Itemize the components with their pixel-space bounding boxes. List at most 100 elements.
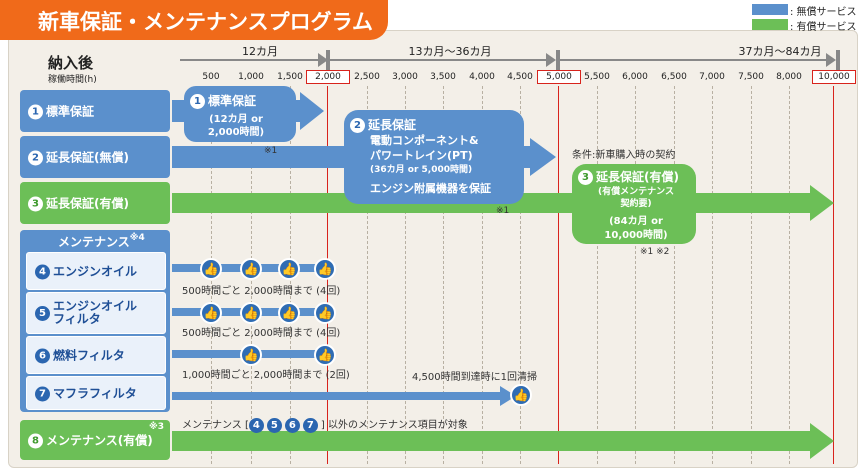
number-badge: 2 [28, 150, 43, 166]
title-banner [0, 0, 388, 40]
maintenance-header: メンテナンス※4 [58, 233, 145, 249]
row-label: 燃料フィルタ [53, 348, 125, 363]
footnote-mark: ※1 ※2 [640, 247, 670, 257]
thumbs-up-icon: 👍 [240, 258, 262, 280]
row-label: メンテナンス(有償) [46, 433, 153, 448]
delivery-label: 納入後 [48, 54, 94, 72]
axis-tick: 2,500 [354, 72, 380, 82]
axis-tick-highlighted: 5,000 [537, 70, 581, 84]
row-label: マフラフィルタ [53, 386, 137, 401]
bubble-paid-line4: 10,000時間) [604, 230, 668, 241]
thumbs-up-icon: 👍 [314, 258, 336, 280]
period-arrow-37-84m [560, 59, 828, 61]
bubble-paid-line1: (有償メンテナンス [598, 187, 674, 197]
axis-tick: 3,000 [392, 72, 418, 82]
row-label: 延長保証(無償) [46, 150, 129, 165]
operating-hours-label: 稼働時間(h) [48, 75, 97, 85]
period-label-12m: 12カ月 [242, 45, 278, 58]
axis-tick: 7,000 [699, 72, 725, 82]
bubble-ext-line2: パワートレイン(PT) [370, 149, 473, 162]
bubble-ext-line3: (36カ月 or 5,000時間) [370, 165, 473, 175]
row-label-line2: フィルタ [53, 312, 101, 326]
thumbs-up-icon: 👍 [200, 302, 222, 324]
axis-tick-highlighted: 10,000 [812, 70, 856, 84]
row-label: 標準保証 [46, 104, 95, 119]
bubble-ext-line4: エンジン附属機器を保証 [370, 182, 491, 195]
number-badge: 8 [28, 433, 43, 449]
bubble-ext-line1: 電動コンポーネント& [370, 134, 479, 147]
row-oil-filter: 5 エンジンオイル フィルタ [26, 292, 166, 334]
page-title: 新車保証・メンテナンスプログラム [38, 10, 373, 34]
arrowhead-icon [318, 53, 328, 67]
milestone-line-10000h [833, 86, 834, 464]
grid-line [635, 86, 636, 464]
number-badge: 1 [28, 104, 43, 120]
grid-line [789, 86, 790, 464]
axis-tick: 4,500 [507, 72, 533, 82]
period-label-13-36m: 13カ月〜36カ月 [408, 45, 492, 58]
bubble-paid-line3: (84カ月 or [609, 216, 663, 227]
footnote-mark: ※1 [264, 146, 278, 156]
muffler-note: 4,500時間到達時に1回清掃 [412, 372, 537, 383]
bubble-standard-line1: (12カ月 or [209, 114, 263, 125]
arrowhead-icon [546, 53, 556, 67]
thumbs-up-icon: 👍 [510, 384, 532, 406]
period-tick [326, 50, 330, 70]
grid-line [597, 86, 598, 464]
thumbs-up-icon: 👍 [240, 302, 262, 324]
thumbs-up-icon: 👍 [278, 302, 300, 324]
period-tick [836, 50, 840, 70]
axis-tick: 7,500 [738, 72, 764, 82]
grid-line [405, 86, 406, 464]
row-label-line1: エンジンオイル [53, 299, 138, 313]
bubble-standard-line2: 2,000時間) [207, 127, 265, 138]
number-badge: 6 [35, 348, 50, 364]
legend-free-label: : 無償サービス [790, 7, 857, 18]
axis-tick-highlighted: 2,000 [306, 70, 350, 84]
period-arrow-13-36m [330, 59, 548, 61]
legend-paid-label: : 有償サービス [790, 22, 857, 33]
muffler-arrow [172, 386, 516, 406]
thumbs-up-icon: 👍 [278, 258, 300, 280]
axis-tick: 1,000 [238, 72, 264, 82]
axis-tick: 1,500 [277, 72, 303, 82]
axis-tick: 8,000 [776, 72, 802, 82]
row-label: エンジンオイル [53, 264, 138, 279]
axis-tick: 6,500 [661, 72, 687, 82]
grid-line [712, 86, 713, 464]
period-label-37-84m: 37カ月〜84カ月 [738, 45, 822, 58]
grid-line [751, 86, 752, 464]
footnote-mark: ※1 [496, 206, 510, 216]
axis-tick: 6,000 [622, 72, 648, 82]
footnote-mark: ※3 [148, 422, 164, 432]
row-label: 延長保証(有償) [46, 196, 129, 211]
period-arrow-12m [180, 59, 324, 61]
fuel-filter-interval-note: 1,000時間ごと 2,000時間まで (2回) [182, 370, 350, 381]
grid-line [443, 86, 444, 464]
thumbs-up-icon: 👍 [200, 258, 222, 280]
legend-free-swatch [752, 4, 788, 15]
grid-line [482, 86, 483, 464]
axis-tick: 500 [202, 72, 220, 82]
oil-filter-interval-note: 500時間ごと 2,000時間まで (4回) [182, 328, 341, 339]
thumbs-up-icon: 👍 [314, 344, 336, 366]
period-tick [556, 50, 560, 70]
grid-line [367, 86, 368, 464]
number-badge: 7 [35, 386, 50, 402]
grid-line [674, 86, 675, 464]
thumbs-up-icon: 👍 [314, 302, 336, 324]
axis-tick: 4,000 [469, 72, 495, 82]
condition-note: 条件:新車購入時の契約 [572, 150, 676, 161]
arrowhead-icon [826, 53, 836, 67]
bubble-paid-line2: 契約要) [620, 199, 652, 209]
oil-interval-note: 500時間ごと 2,000時間まで (4回) [182, 286, 341, 297]
